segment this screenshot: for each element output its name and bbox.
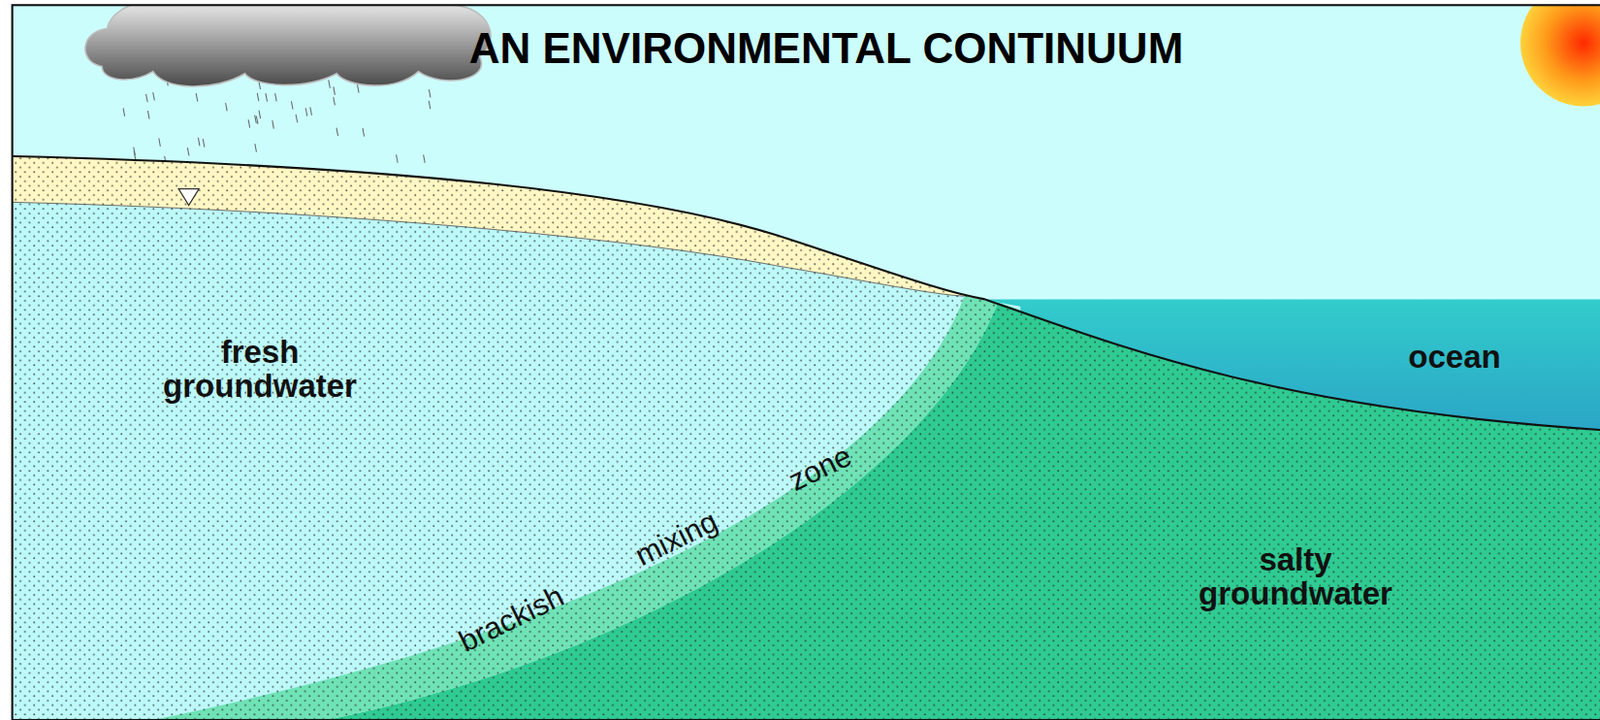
rain-drop — [202, 138, 205, 147]
rain-drop — [255, 143, 257, 152]
rain-drop — [305, 107, 308, 116]
water-table — [12, 201, 965, 296]
rain-drop — [333, 86, 336, 95]
rain-drop — [225, 102, 228, 111]
rain-drop — [265, 93, 268, 101]
rain-drop — [123, 107, 126, 116]
rain — [123, 77, 431, 164]
rain-drop — [295, 114, 298, 123]
rain-drop — [328, 79, 331, 88]
rain-drop — [290, 100, 293, 109]
rain-drop — [147, 110, 150, 119]
rain-drop — [272, 120, 275, 128]
rain-drop — [396, 154, 399, 162]
sediment-texture — [12, 156, 1600, 720]
rain-drop — [310, 106, 313, 115]
rain-drop — [133, 151, 136, 160]
rain-drop — [153, 92, 156, 100]
sky — [12, 4, 1600, 720]
rain-drop — [197, 137, 200, 146]
sun — [1520, 4, 1600, 106]
rain-drop — [258, 110, 261, 119]
region-label: fresh groundwater — [133, 335, 386, 403]
region-label: ocean — [1376, 340, 1533, 375]
rain-drop — [362, 128, 365, 136]
frame — [12, 4, 1600, 720]
rain-cloud — [85, 4, 491, 87]
rain-drop — [357, 84, 360, 93]
region-label: salty groundwater — [1169, 543, 1422, 610]
water-table-symbol — [178, 189, 199, 206]
ground-surface — [12, 156, 1600, 430]
rain-drop — [146, 94, 149, 102]
rain-drop — [159, 137, 161, 146]
diagram-title: AN ENVIRONMENTAL CONTINUUM — [469, 26, 1184, 71]
rain-drop — [248, 119, 251, 128]
rain-drop — [423, 154, 426, 162]
rain-drop — [255, 115, 257, 124]
rain-drop — [187, 147, 190, 156]
rain-drop — [333, 96, 336, 105]
rain-drop — [275, 93, 278, 101]
rain-drop — [256, 93, 259, 101]
rain-drop — [428, 89, 431, 97]
rain-drop — [428, 100, 431, 109]
rain-drop — [336, 128, 339, 136]
rain-drop — [195, 93, 198, 101]
